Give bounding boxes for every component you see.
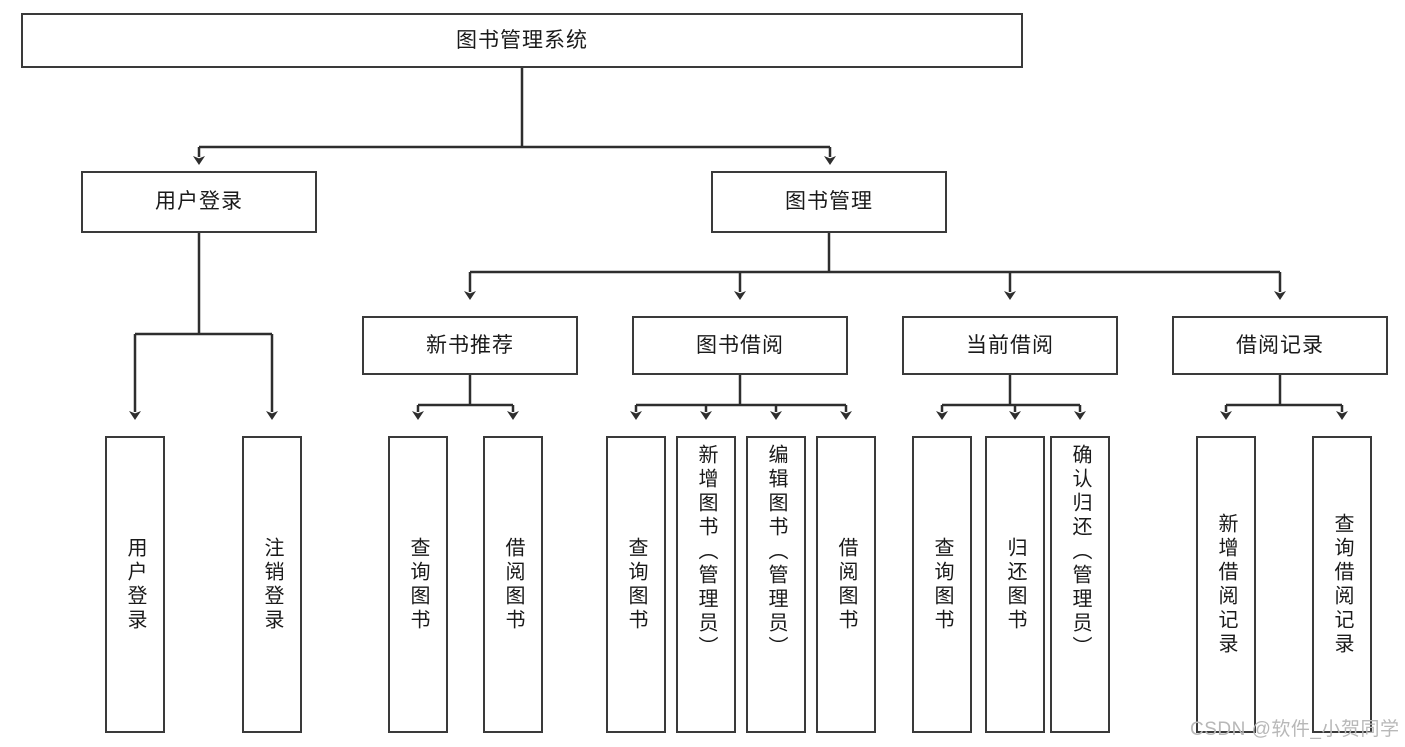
watermark-text: CSDN @软件_小贺同学 (1190, 719, 1400, 740)
node-leaf-query-book-2-label: 查询图书 (625, 536, 647, 633)
node-leaf-return-book[interactable]: 归还图书 (985, 436, 1045, 733)
node-leaf-add-record[interactable]: 新增借阅记录 (1196, 436, 1256, 733)
node-leaf-edit-book[interactable]: 编辑图书（管理员） (746, 436, 806, 733)
node-current-borrow-label: 当前借阅 (966, 333, 1054, 357)
node-leaf-confirm-return-label: 确认归还（管理员） (1069, 444, 1091, 660)
node-leaf-query-book-1-label: 查询图书 (407, 536, 429, 633)
node-leaf-query-book-3-label: 查询图书 (931, 536, 953, 633)
node-leaf-logout-label: 注销登录 (261, 536, 283, 633)
node-user-login-label: 用户登录 (155, 190, 243, 214)
node-leaf-confirm-return[interactable]: 确认归还（管理员） (1050, 436, 1110, 733)
node-book-manage-label: 图书管理 (785, 190, 873, 214)
node-root[interactable]: 图书管理系统 (21, 13, 1023, 68)
node-current-borrow[interactable]: 当前借阅 (902, 316, 1118, 375)
node-book-borrow-label: 图书借阅 (696, 333, 784, 357)
node-leaf-query-record-label: 查询借阅记录 (1331, 512, 1353, 657)
node-leaf-logout[interactable]: 注销登录 (242, 436, 302, 733)
node-leaf-user-login[interactable]: 用户登录 (105, 436, 165, 733)
node-leaf-query-book-3[interactable]: 查询图书 (912, 436, 972, 733)
node-leaf-add-book[interactable]: 新增图书（管理员） (676, 436, 736, 733)
node-leaf-add-record-label: 新增借阅记录 (1215, 512, 1237, 657)
node-leaf-borrow-book-1-label: 借阅图书 (502, 536, 524, 633)
node-borrow-record[interactable]: 借阅记录 (1172, 316, 1388, 375)
node-borrow-record-label: 借阅记录 (1236, 333, 1324, 357)
node-leaf-borrow-book-2-label: 借阅图书 (835, 536, 857, 633)
node-root-label: 图书管理系统 (456, 28, 588, 52)
node-leaf-return-book-label: 归还图书 (1004, 536, 1026, 633)
node-book-borrow[interactable]: 图书借阅 (632, 316, 848, 375)
node-leaf-query-record[interactable]: 查询借阅记录 (1312, 436, 1372, 733)
node-leaf-query-book-1[interactable]: 查询图书 (388, 436, 448, 733)
node-new-book-recommend-label: 新书推荐 (426, 333, 514, 357)
node-new-book-recommend[interactable]: 新书推荐 (362, 316, 578, 375)
node-leaf-add-book-label: 新增图书（管理员） (695, 444, 717, 660)
node-leaf-query-book-2[interactable]: 查询图书 (606, 436, 666, 733)
node-book-manage[interactable]: 图书管理 (711, 171, 947, 233)
node-leaf-borrow-book-2[interactable]: 借阅图书 (816, 436, 876, 733)
node-leaf-edit-book-label: 编辑图书（管理员） (765, 444, 787, 660)
node-user-login[interactable]: 用户登录 (81, 171, 317, 233)
node-leaf-user-login-label: 用户登录 (124, 536, 146, 633)
node-leaf-borrow-book-1[interactable]: 借阅图书 (483, 436, 543, 733)
